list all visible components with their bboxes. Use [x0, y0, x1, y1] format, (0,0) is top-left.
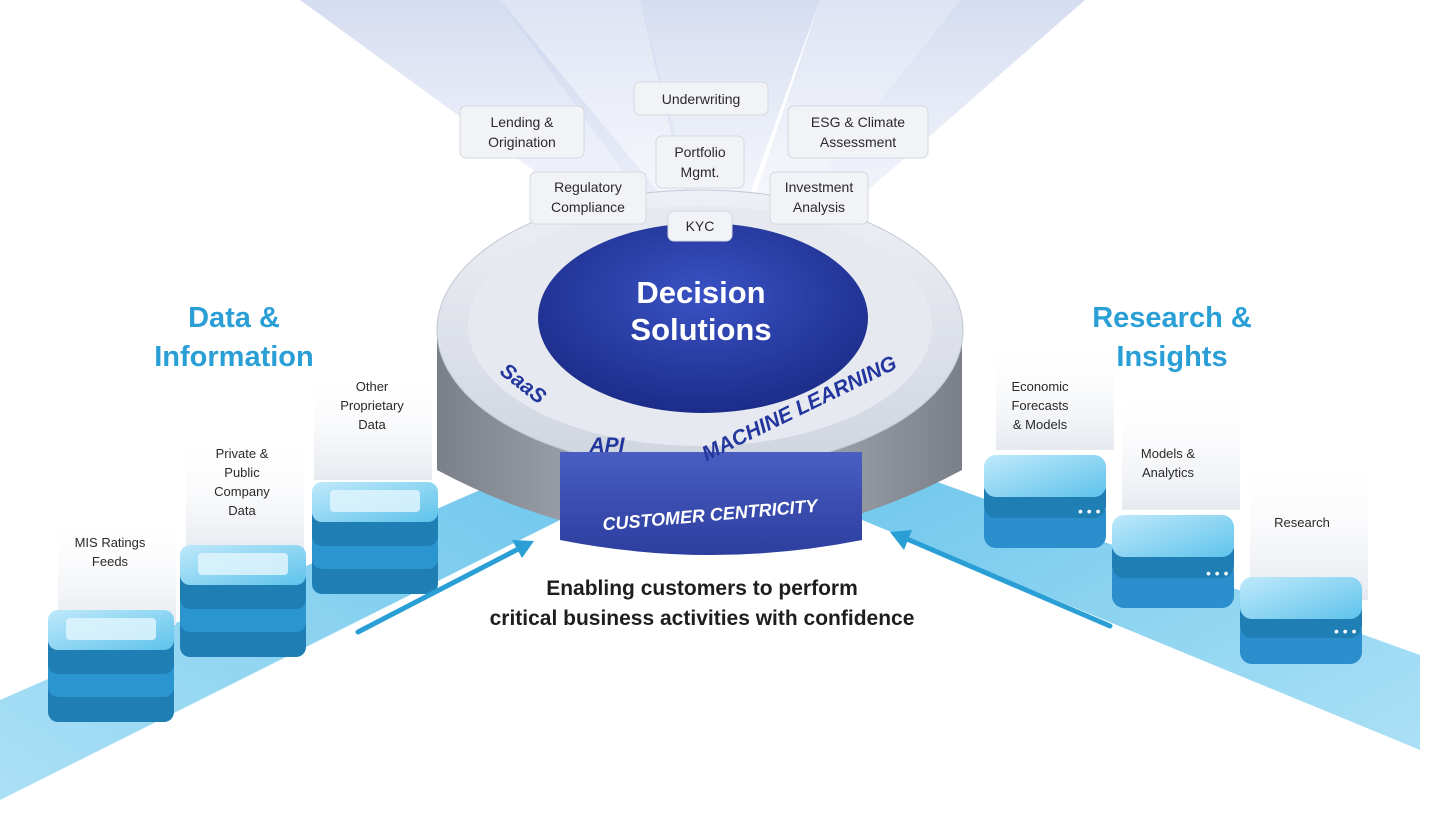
svg-text:• • •: • • •	[1078, 503, 1101, 519]
svg-text:Investment: Investment	[785, 179, 854, 195]
left-arrow-icon	[355, 540, 534, 635]
svg-text:• • •: • • •	[1206, 565, 1229, 581]
decision-solutions-core	[538, 223, 868, 413]
economic-forecasts-label: Economic	[1011, 379, 1069, 394]
research-label: Research	[1274, 515, 1330, 530]
center-title-line1: Decision	[636, 275, 765, 310]
svg-text:& Models: & Models	[1013, 417, 1068, 432]
customer-centricity-band: CUSTOMER CENTRICITY	[560, 452, 862, 555]
svg-text:Feeds: Feeds	[92, 554, 129, 569]
svg-text:Origination: Origination	[488, 134, 556, 150]
svg-text:Portfolio: Portfolio	[674, 144, 726, 160]
column-glow	[58, 515, 176, 625]
other-proprietary-label: Other	[356, 379, 389, 394]
tagline-line2: critical business activities with confid…	[490, 607, 915, 630]
column-glow	[996, 340, 1114, 450]
svg-text:Regulatory: Regulatory	[554, 179, 622, 195]
right-section-title-line2: Insights	[1116, 341, 1227, 373]
use-case-regulatory-compliance: Regulatory Compliance	[529, 171, 647, 225]
svg-text:• • •: • • •	[1334, 623, 1357, 639]
svg-text:Analytics: Analytics	[1142, 465, 1195, 480]
center-title-line2: Solutions	[630, 312, 771, 347]
models-analytics-server-icon: • • •	[1112, 515, 1234, 608]
column-glow	[1122, 390, 1240, 510]
private-public-company-stack-icon	[180, 545, 306, 657]
left-item-labels: MIS Ratings Feeds Private & Public Compa…	[75, 379, 405, 569]
right-section-title-line1: Research &	[1092, 302, 1252, 334]
economic-forecasts-server-icon: • • •	[984, 455, 1106, 548]
mis-ratings-label: MIS Ratings	[75, 535, 146, 550]
svg-text:Mgmt.: Mgmt.	[681, 164, 720, 180]
svg-text:Data: Data	[358, 417, 386, 432]
research-server-icon: • • •	[1240, 577, 1362, 664]
svg-text:Compliance: Compliance	[551, 199, 625, 215]
use-case-investment-analysis: Investment Analysis	[769, 171, 869, 225]
private-public-label: Private &	[216, 446, 269, 461]
use-case-lending-origination: Lending & Origination	[459, 105, 585, 159]
svg-text:Company: Company	[214, 484, 270, 499]
svg-text:Data: Data	[228, 503, 256, 518]
use-case-kyc: KYC	[667, 210, 733, 242]
svg-text:Assessment: Assessment	[820, 134, 896, 150]
right-item-labels: Economic Forecasts & Models Models & Ana…	[1011, 379, 1329, 530]
tagline-line1: Enabling customers to perform	[546, 577, 858, 600]
left-section-title-line1: Data &	[188, 302, 280, 334]
use-case-esg-climate: ESG & Climate Assessment	[787, 105, 929, 159]
other-proprietary-stack-icon	[312, 482, 438, 594]
svg-text:Analysis: Analysis	[793, 199, 845, 215]
svg-text:Forecasts: Forecasts	[1011, 398, 1069, 413]
left-section-title-line2: Information	[154, 341, 314, 373]
column-glow	[1250, 455, 1368, 600]
column-glow	[186, 435, 304, 555]
mis-ratings-stack-icon	[48, 610, 174, 722]
svg-text:Public: Public	[224, 465, 260, 480]
right-arrow-icon	[890, 530, 1113, 629]
api-label: API	[588, 434, 625, 457]
use-case-pills: Underwriting Lending & Origination ESG &…	[459, 81, 929, 242]
use-case-underwriting: Underwriting	[633, 81, 769, 116]
svg-text:KYC: KYC	[686, 218, 715, 234]
column-glow	[314, 370, 432, 480]
svg-text:Underwriting: Underwriting	[662, 91, 741, 107]
use-case-portfolio-mgmt: Portfolio Mgmt.	[655, 135, 745, 189]
svg-text:Proprietary: Proprietary	[340, 398, 404, 413]
svg-text:ESG & Climate: ESG & Climate	[811, 114, 905, 130]
models-analytics-label: Models &	[1141, 446, 1196, 461]
svg-text:Lending &: Lending &	[490, 114, 554, 130]
